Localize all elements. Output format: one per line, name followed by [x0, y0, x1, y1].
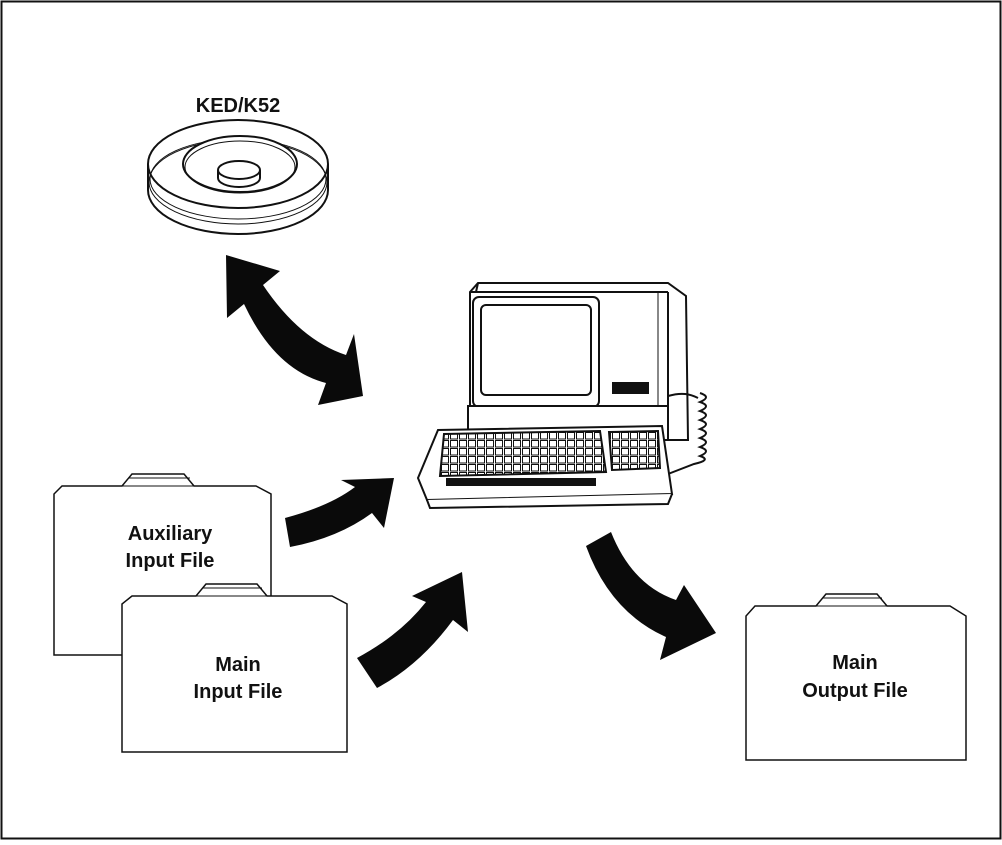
auxiliary-input-file-label-line2: Input File — [125, 550, 215, 572]
auxiliary-input-file-label-line1: Auxiliary — [127, 523, 213, 545]
double-arrow-disk-terminal — [226, 255, 363, 405]
file-folder-icon — [121, 583, 348, 753]
terminal-icon — [416, 282, 707, 510]
arrow-icon — [226, 255, 716, 688]
main-output-file-label-line2: Output File — [802, 680, 908, 702]
disk-label: KED/K52 — [195, 95, 281, 117]
main-input-file-label-line2: Input File — [193, 681, 283, 703]
main-output-file-label-line1: Main — [832, 652, 878, 674]
file-folder-icon — [745, 593, 967, 761]
main-input-file-label-line1: Main — [215, 654, 261, 676]
arrow-main-to-terminal — [357, 572, 468, 688]
arrow-aux-to-terminal — [285, 478, 394, 547]
arrow-terminal-to-output — [586, 532, 716, 660]
disk-pack-icon — [147, 119, 329, 235]
